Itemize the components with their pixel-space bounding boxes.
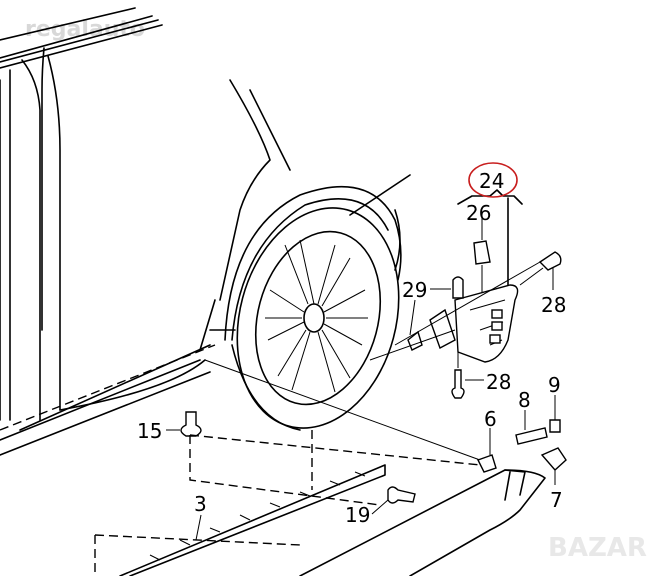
callout-28-lower[interactable]: 28: [486, 370, 511, 394]
callout-8[interactable]: 8: [518, 388, 531, 412]
callout-15[interactable]: 15: [137, 419, 162, 443]
part-6-clip: [477, 454, 497, 473]
part-28-screw-upper: [538, 251, 562, 271]
callout-26[interactable]: 26: [466, 201, 491, 225]
part-29-pin: [452, 276, 464, 299]
part-8-cover: [515, 427, 548, 445]
callout-29[interactable]: 29: [402, 278, 427, 302]
callout-3[interactable]: 3: [194, 492, 207, 516]
part-26-clip: [473, 240, 491, 265]
part-24-bracket: [429, 284, 519, 363]
group-bracket-24: [457, 189, 523, 205]
callout-9[interactable]: 9: [548, 373, 561, 397]
callout-6[interactable]: 6: [484, 407, 497, 431]
part-7-clip: [540, 447, 567, 472]
callout-24[interactable]: 24: [479, 169, 504, 193]
callout-28-upper[interactable]: 28: [541, 293, 566, 317]
callout-7[interactable]: 7: [550, 488, 563, 512]
part-28-screw-lower: [451, 369, 465, 399]
wheel: [224, 185, 402, 431]
watermark-bottom: BAZAR: [548, 533, 647, 563]
callout-19[interactable]: 19: [345, 503, 370, 527]
part-9-clip: [549, 419, 561, 433]
part-19-screw: [387, 486, 416, 504]
highlight-circle-24: [468, 162, 518, 198]
part-15-clip: [180, 411, 202, 437]
car-body: [0, 7, 411, 456]
sill-panel: [94, 430, 546, 576]
